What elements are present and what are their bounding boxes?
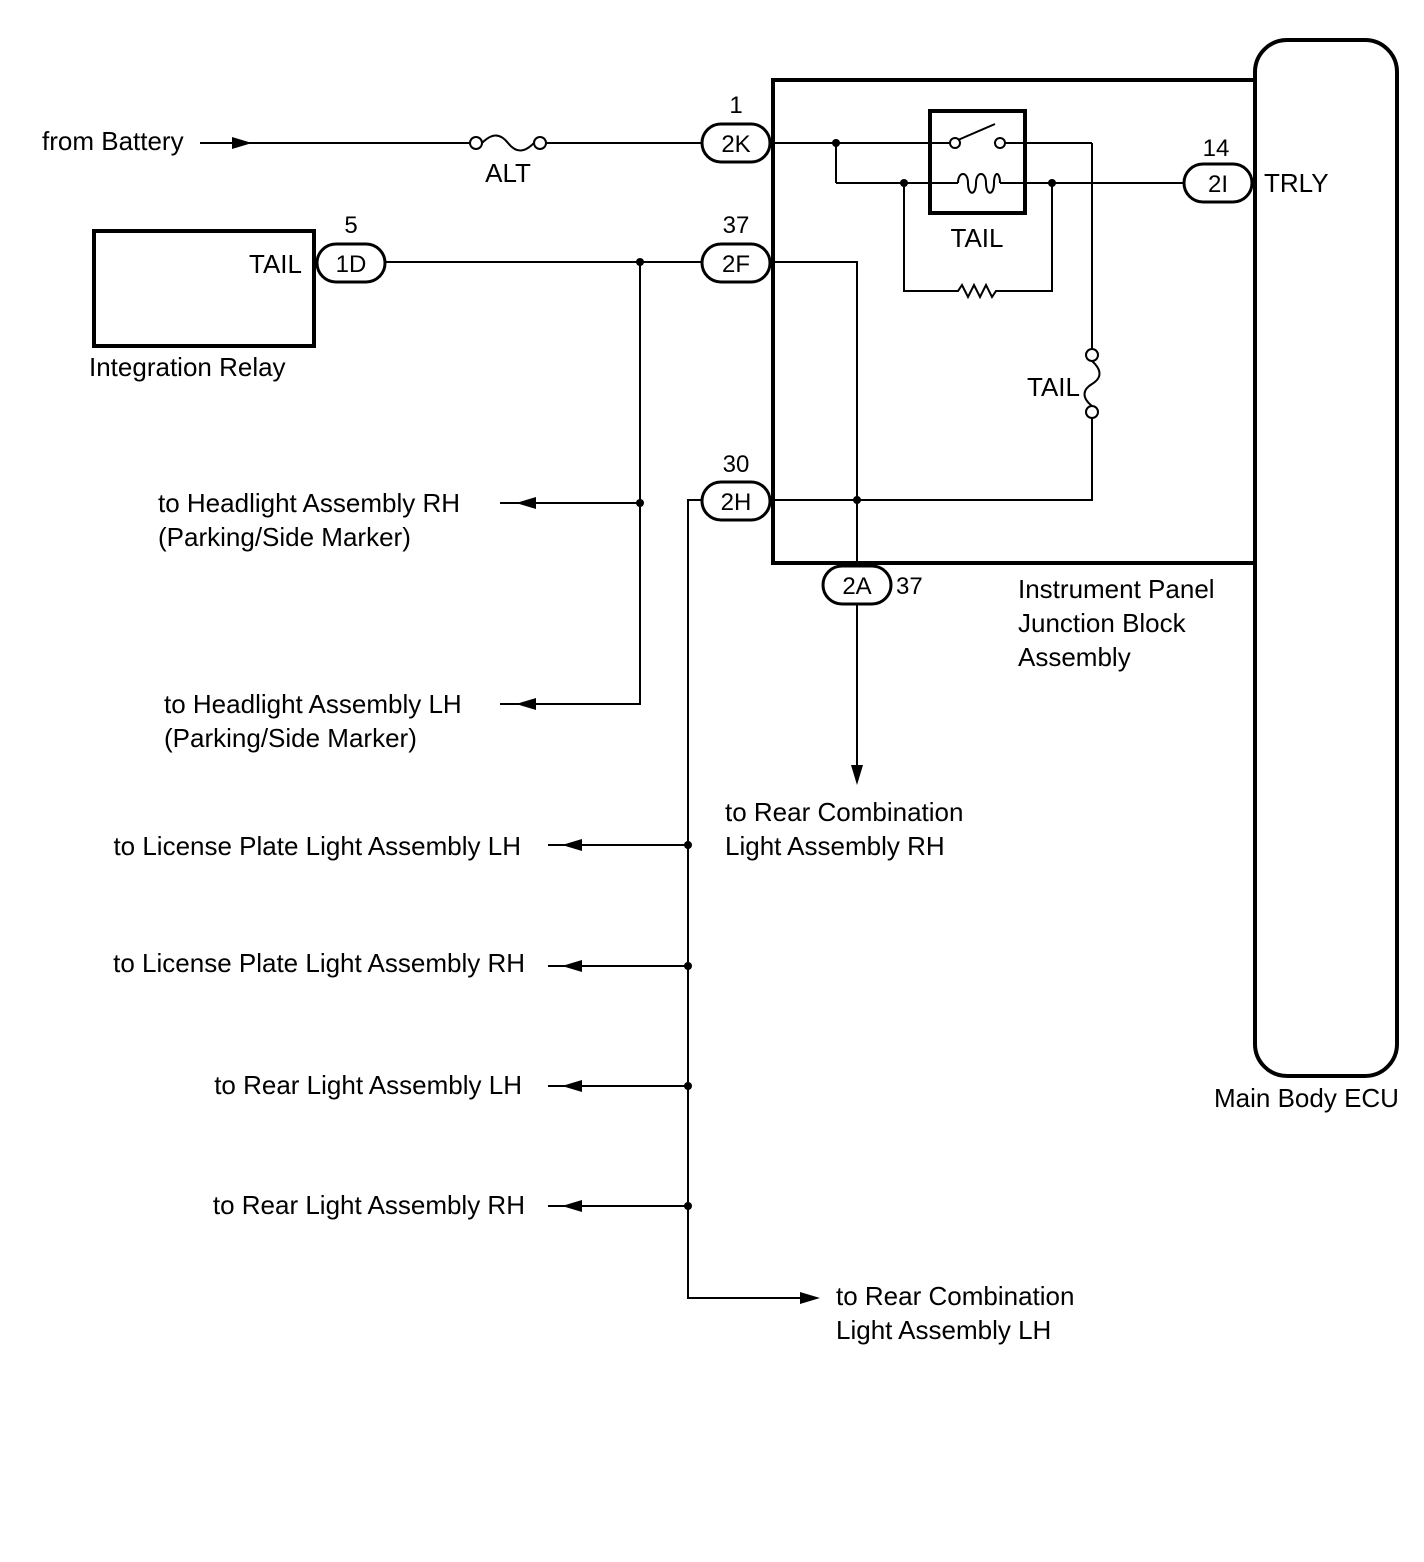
- svg-text:30: 30: [723, 451, 750, 478]
- from-battery-label: from Battery: [42, 126, 184, 156]
- rear-comb-lh-label-1: to Rear Combination: [836, 1281, 1074, 1311]
- rear-comb-rh-label-2: Light Assembly RH: [725, 831, 945, 861]
- svg-text:2A: 2A: [842, 573, 871, 600]
- headlight-lh-label-2: (Parking/Side Marker): [164, 723, 417, 753]
- tail-relay-box: [928, 109, 1027, 215]
- 2f-to-2a-wire: [768, 261, 858, 566]
- headlight-lh-label-1: to Headlight Assembly LH: [164, 689, 462, 719]
- arrow-left-icon: [562, 839, 582, 851]
- relay-coil-icon: [957, 173, 1001, 194]
- svg-text:2I: 2I: [1208, 171, 1228, 198]
- integration-relay-terminal-label: TAIL: [249, 249, 302, 279]
- tail-relay-label: TAIL: [951, 223, 1004, 253]
- integration-relay-label: Integration Relay: [89, 352, 286, 382]
- headlight-rh-label-2: (Parking/Side Marker): [158, 522, 411, 552]
- connector-2i: 2I 14: [1182, 135, 1254, 204]
- svg-text:37: 37: [723, 212, 750, 239]
- connector-2a: 2A 37: [821, 564, 923, 606]
- svg-text:2K: 2K: [721, 131, 750, 158]
- fuse-to-2h-wire: [770, 418, 1093, 501]
- headlight-rh-label-1: to Headlight Assembly RH: [158, 488, 460, 518]
- arrow-left-icon: [516, 698, 536, 710]
- arrow-left-icon: [562, 1200, 582, 1212]
- connector-2k: 2K 1: [700, 92, 772, 164]
- main-body-ecu-box: [1253, 38, 1399, 1078]
- branch-dot: [684, 1082, 692, 1090]
- arrow-right-icon: [232, 137, 252, 149]
- junction-block-label-1: Instrument Panel: [1018, 574, 1215, 604]
- tail-fuse-label: TAIL: [1027, 372, 1080, 402]
- arrow-left-icon: [562, 960, 582, 972]
- tail-relay-switch: [949, 123, 1006, 149]
- arrow-left-icon: [516, 497, 536, 509]
- connector-2h: 2H 30: [700, 451, 772, 522]
- license-lh-label: to License Plate Light Assembly LH: [113, 831, 521, 861]
- arrow-down-icon: [851, 765, 863, 785]
- alt-fuse-label: ALT: [485, 158, 531, 188]
- connector-2f: 2F 37: [700, 212, 772, 284]
- trly-label: TRLY: [1264, 168, 1329, 198]
- svg-text:14: 14: [1203, 135, 1230, 162]
- branch-dot: [684, 1202, 692, 1210]
- alt-fuse: [469, 134, 547, 152]
- resistor-branch: [903, 183, 1053, 300]
- junction-block-label-3: Assembly: [1018, 642, 1131, 672]
- headlight-lh-wire: [500, 262, 641, 705]
- svg-text:2F: 2F: [722, 251, 750, 278]
- 2h-branch-wire: [687, 499, 800, 1299]
- branch-dot: [684, 962, 692, 970]
- tail-fuse: [1083, 348, 1101, 419]
- main-body-ecu-label: Main Body ECU: [1214, 1083, 1399, 1113]
- connector-1d: 1D 5: [315, 212, 387, 284]
- junction-block-box: [771, 78, 1257, 565]
- svg-text:1: 1: [729, 92, 742, 119]
- arrow-right-icon: [800, 1292, 820, 1304]
- rear-comb-rh-label-1: to Rear Combination: [725, 797, 963, 827]
- 2h-junction-dot: [853, 496, 861, 504]
- license-rh-label: to License Plate Light Assembly RH: [113, 948, 525, 978]
- arrow-left-icon: [562, 1080, 582, 1092]
- svg-text:1D: 1D: [336, 251, 367, 278]
- rear-light-rh-label: to Rear Light Assembly RH: [213, 1190, 525, 1220]
- svg-text:5: 5: [344, 212, 357, 239]
- svg-text:37: 37: [896, 573, 923, 600]
- rear-light-lh-label: to Rear Light Assembly LH: [214, 1070, 522, 1100]
- rear-comb-lh-label-2: Light Assembly LH: [836, 1315, 1051, 1345]
- branch-dot: [684, 841, 692, 849]
- headlight-dot: [636, 499, 644, 507]
- svg-text:2H: 2H: [721, 489, 752, 516]
- integration-relay-box: [92, 229, 316, 348]
- junction-block-label-2: Junction Block: [1018, 608, 1187, 638]
